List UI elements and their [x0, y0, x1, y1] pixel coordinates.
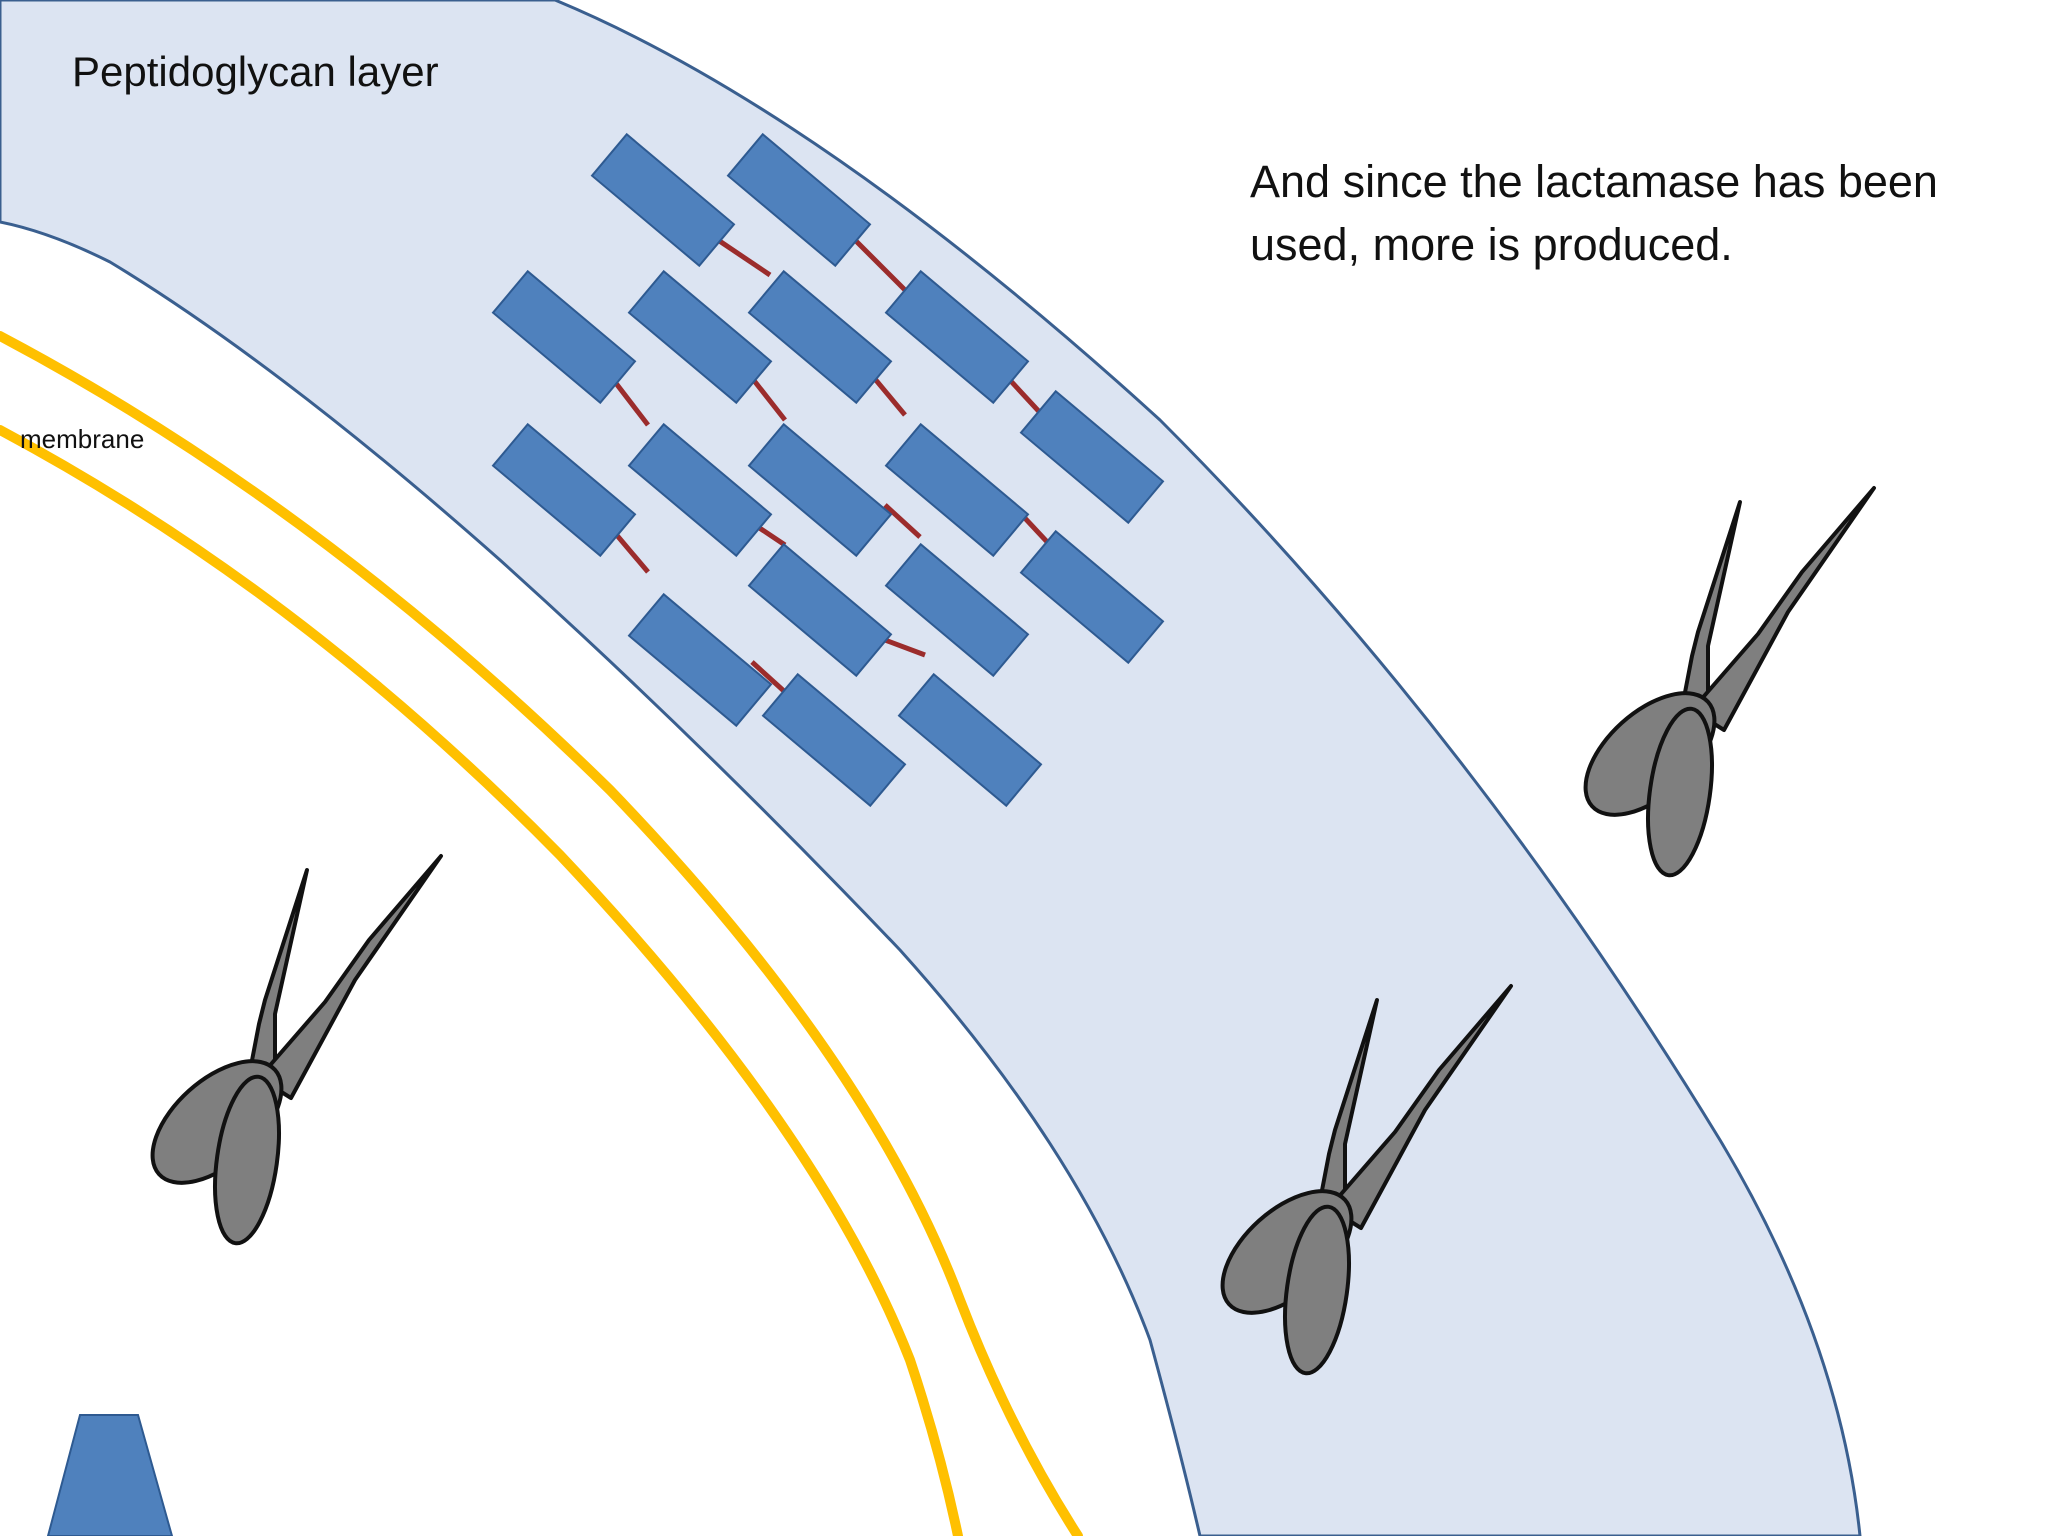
glycan-strand	[747, 269, 893, 405]
crosslink	[716, 237, 772, 278]
crosslink	[750, 376, 787, 422]
glycan-strand	[491, 269, 637, 405]
glycan-strand	[897, 672, 1043, 808]
scissors-icon	[1583, 486, 1876, 878]
glycan-strand	[726, 132, 872, 268]
crosslink	[853, 238, 907, 292]
glycan-strand	[884, 269, 1030, 405]
trapezoid-protein-icon	[46, 1414, 174, 1536]
scissors-icon	[150, 854, 443, 1246]
glycan-strand	[627, 592, 773, 728]
diagram-title: Peptidoglycan layer	[72, 48, 439, 95]
membrane-inner-line	[0, 425, 963, 1536]
membrane-label: membrane	[20, 424, 145, 454]
crosslink	[613, 380, 650, 427]
glycan-strand	[884, 542, 1030, 678]
glycan-strand	[590, 132, 736, 268]
glycan-strand	[491, 422, 637, 558]
crosslink	[884, 637, 926, 658]
glycan-strand	[627, 269, 773, 405]
scissors-group	[150, 486, 1876, 1376]
glycan-strand	[1019, 389, 1165, 525]
glycan-strand	[761, 672, 907, 808]
glycan-strand	[747, 542, 893, 678]
crosslink	[613, 531, 650, 574]
glycan-strand	[1019, 529, 1165, 665]
membrane-outer-line	[0, 331, 1083, 1536]
glycan-strand	[884, 422, 1030, 558]
caption-text: And since the lactamase has been used, m…	[1250, 156, 1938, 270]
peptidoglycan-mesh	[491, 132, 1165, 808]
scissors-icon	[1220, 984, 1513, 1376]
glycan-strand	[627, 422, 773, 558]
crosslink	[750, 660, 787, 694]
glycan-strand	[747, 422, 893, 558]
crosslink	[883, 503, 922, 539]
